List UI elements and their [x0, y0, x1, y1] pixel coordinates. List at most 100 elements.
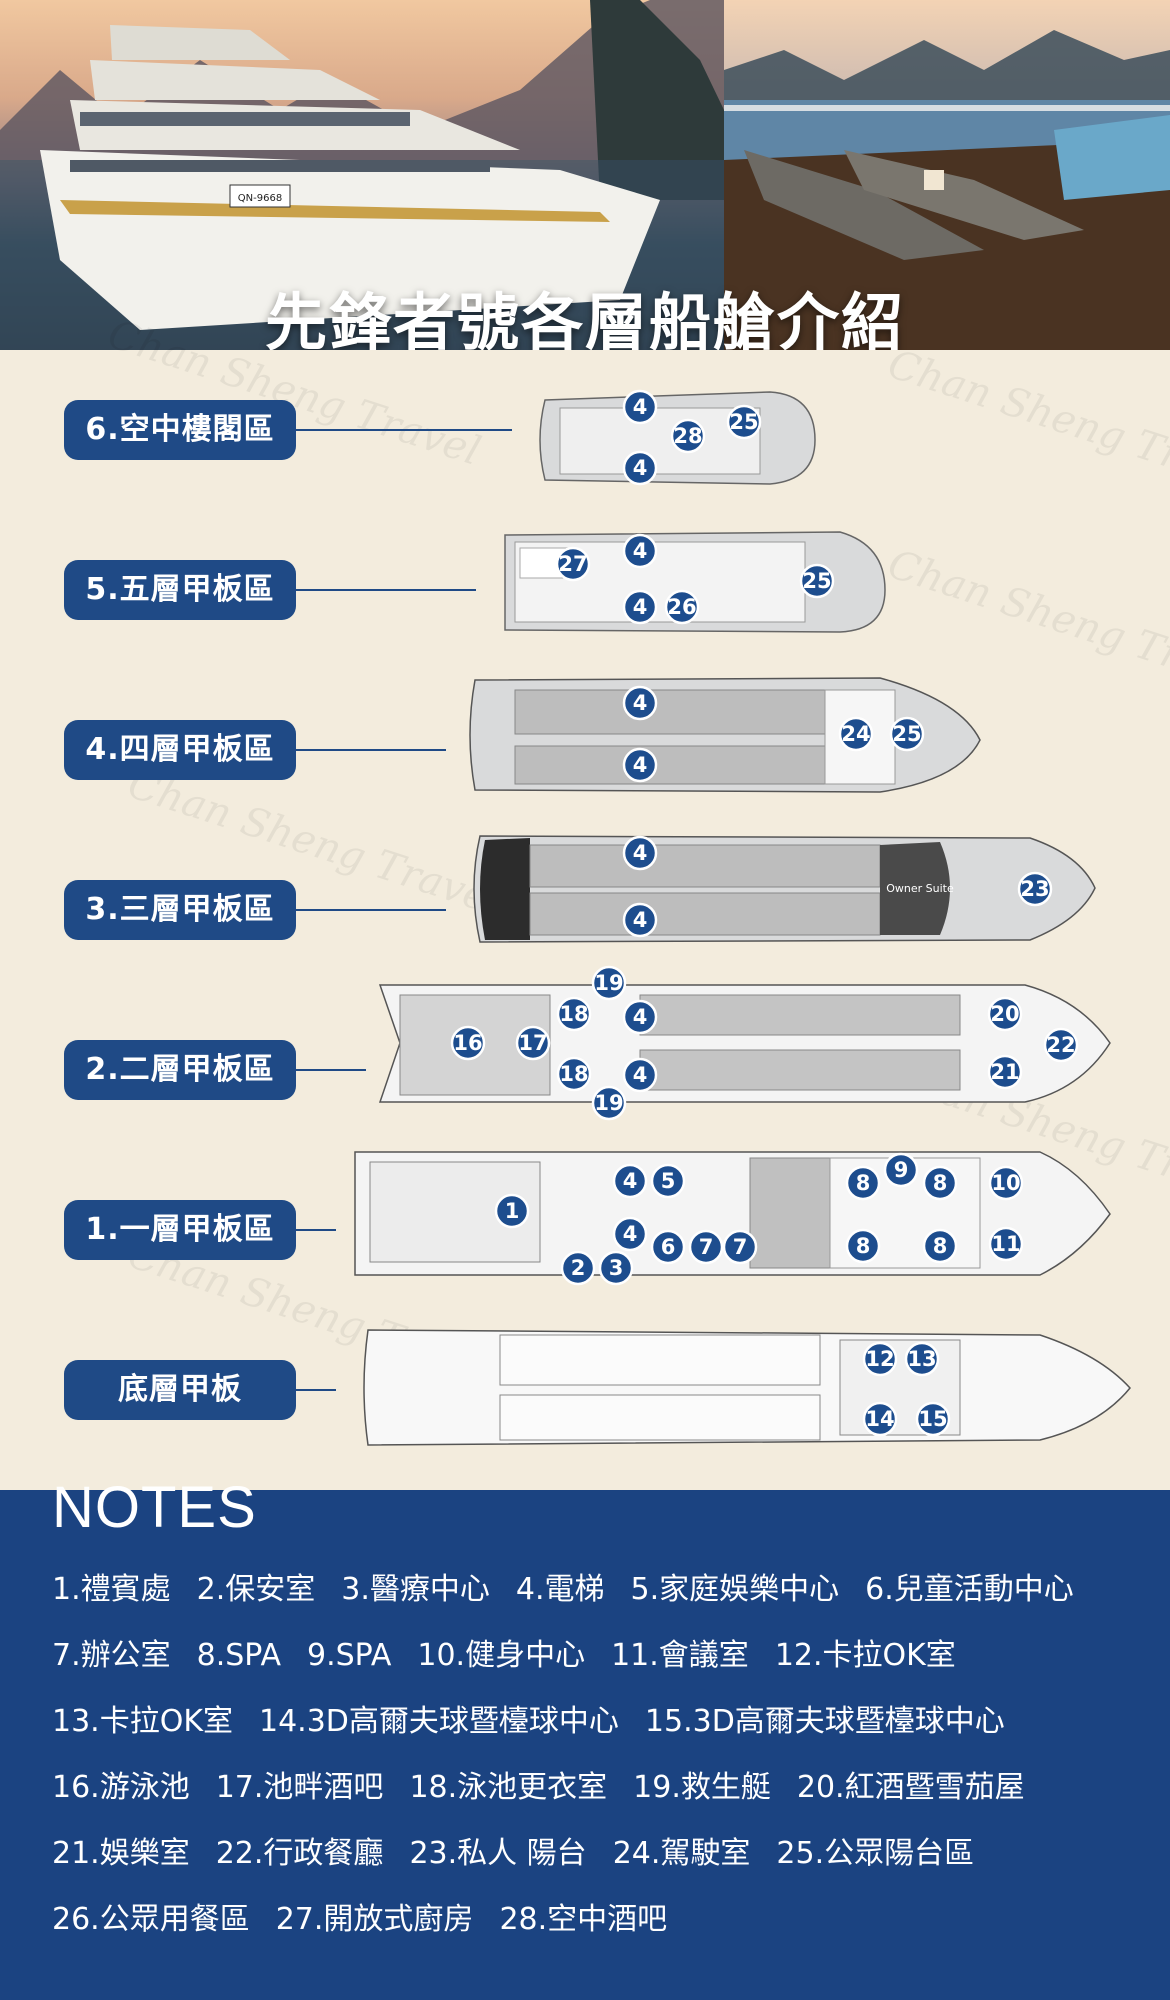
badge-medical: 3	[598, 1250, 634, 1286]
note-item: 15.3D高爾夫球暨檯球中心	[644, 1704, 1005, 1739]
deck-label-1: 1.一層甲板區	[64, 1200, 296, 1260]
badge-spa: 8	[922, 1228, 958, 1264]
badge-elevator: 4	[612, 1216, 648, 1252]
svg-text:11: 11	[991, 1232, 1020, 1256]
svg-text:4: 4	[633, 539, 648, 563]
svg-text:7: 7	[733, 1235, 748, 1259]
badge-public-balcony: 25	[726, 404, 762, 440]
deck-0-plan	[363, 1329, 1131, 1446]
note-item: 25.公眾陽台區	[776, 1836, 975, 1871]
note-item: 13.卡拉OK室	[52, 1704, 233, 1739]
svg-text:28: 28	[673, 424, 702, 448]
notes-title: NOTES	[52, 1475, 257, 1540]
deck-plans: Owner Suite 4 28 25 4 27 4 25 4 26 4 24 …	[354, 389, 1131, 1446]
note-item: 11.會議室	[611, 1638, 749, 1673]
badge-wine-cigar: 20	[987, 996, 1023, 1032]
badge-elevator: 4	[612, 1163, 648, 1199]
badge-executive-dining: 22	[1043, 1027, 1079, 1063]
deck-label-4: 4.四層甲板區	[64, 720, 296, 780]
badge-pool-changing-room: 18	[556, 1056, 592, 1092]
yacht-photo: QN-9668	[0, 0, 724, 350]
svg-text:4: 4	[633, 841, 648, 865]
badge-family-entertainment: 5	[650, 1163, 686, 1199]
note-item: 21.娛樂室	[52, 1836, 190, 1871]
svg-text:4: 4	[633, 395, 648, 419]
pool-deck-illustration	[724, 30, 1170, 350]
note-item: 24.駕駛室	[612, 1836, 751, 1871]
svg-text:7: 7	[699, 1235, 714, 1259]
note-item: 27.開放式廚房	[275, 1902, 474, 1937]
leader-line	[296, 1229, 336, 1231]
note-item: 18.泳池更衣室	[409, 1770, 608, 1805]
svg-text:23: 23	[1020, 877, 1049, 901]
deck-4-plan	[469, 677, 981, 793]
svg-text:13: 13	[907, 1347, 936, 1371]
badge-pool-bar: 17	[515, 1025, 551, 1061]
leader-line	[296, 1069, 366, 1071]
badge-elevator: 4	[622, 902, 658, 938]
badge-concierge: 1	[494, 1193, 530, 1229]
badge-kids-activity: 6	[650, 1229, 686, 1265]
note-item: 22.行政餐廳	[215, 1836, 384, 1871]
note-item: 26.公眾用餐區	[52, 1902, 250, 1937]
svg-text:10: 10	[991, 1171, 1020, 1195]
note-item: 6.兒童活動中心	[865, 1572, 1074, 1607]
svg-text:14: 14	[865, 1407, 894, 1431]
svg-text:4: 4	[633, 1005, 648, 1029]
svg-text:4: 4	[633, 456, 648, 480]
svg-text:15: 15	[918, 1407, 947, 1431]
note-item: 19.救生艇	[633, 1770, 771, 1805]
svg-text:8: 8	[856, 1234, 871, 1258]
note-item: 5.家庭娛樂中心	[630, 1572, 840, 1607]
badge-elevator: 4	[622, 589, 658, 625]
badge-fitness: 10	[988, 1165, 1024, 1201]
owner-suite-label: Owner Suite	[886, 882, 954, 895]
svg-text:25: 25	[802, 569, 831, 593]
badge-bridge: 24	[838, 716, 874, 752]
svg-text:25: 25	[729, 410, 758, 434]
deck-label-3: 3.三層甲板區	[64, 880, 296, 940]
badge-public-dining: 26	[664, 589, 700, 625]
svg-text:24: 24	[841, 722, 870, 746]
badge-golf-billiards: 14	[862, 1401, 898, 1437]
svg-text:8: 8	[933, 1234, 948, 1258]
badge-golf-billiards: 15	[915, 1401, 951, 1437]
badge-public-balcony: 25	[889, 716, 925, 752]
note-item: 8.SPA	[196, 1638, 281, 1673]
leader-line	[296, 749, 446, 751]
note-item: 10.健身中心	[417, 1638, 586, 1673]
badge-entertainment-room: 21	[987, 1054, 1023, 1090]
badge-elevator: 4	[622, 999, 658, 1035]
badge-office: 7	[722, 1229, 758, 1265]
leader-line	[296, 1389, 336, 1391]
badge-elevator: 4	[622, 747, 658, 783]
svg-text:12: 12	[865, 1347, 894, 1371]
leader-line	[296, 909, 446, 911]
badge-spa: 8	[845, 1165, 881, 1201]
svg-text:4: 4	[623, 1222, 638, 1246]
badge-karaoke: 13	[904, 1341, 940, 1377]
deck-label-6: 6.空中樓閣區	[64, 400, 296, 460]
svg-text:4: 4	[633, 595, 648, 619]
svg-text:2: 2	[571, 1256, 586, 1280]
badge-lifeboat: 19	[591, 965, 627, 1001]
svg-text:26: 26	[667, 595, 696, 619]
deck-3-plan: Owner Suite	[473, 835, 1096, 943]
badge-sky-bar: 28	[670, 418, 706, 454]
svg-text:5: 5	[661, 1169, 676, 1193]
svg-text:18: 18	[559, 1062, 588, 1086]
badge-elevator: 4	[622, 685, 658, 721]
badge-karaoke: 12	[862, 1341, 898, 1377]
badge-security: 2	[560, 1250, 596, 1286]
badge-spa: 8	[922, 1165, 958, 1201]
svg-text:8: 8	[933, 1171, 948, 1195]
svg-text:3: 3	[609, 1256, 624, 1280]
note-item: 20.紅酒暨雪茄屋	[796, 1770, 1025, 1805]
badge-spa: 9	[883, 1152, 919, 1188]
leader-line	[296, 429, 512, 431]
note-item: 3.醫療中心	[341, 1572, 490, 1607]
note-item: 23.私人 陽台	[409, 1836, 587, 1871]
